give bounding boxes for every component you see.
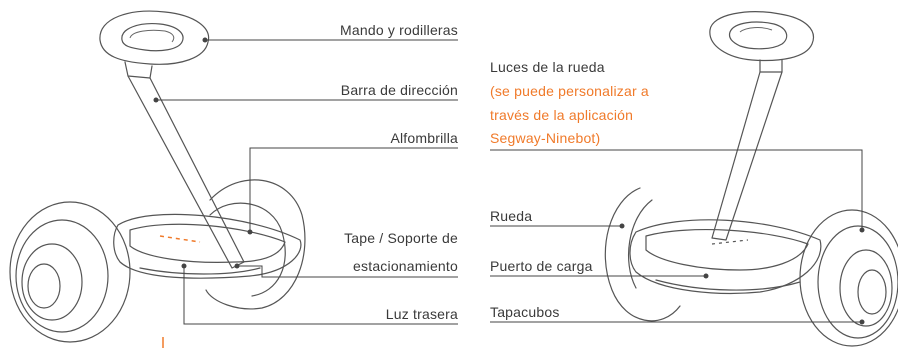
label-mat: Alfombrilla (390, 130, 458, 146)
label-charging-port: Puerto de carga (490, 258, 593, 274)
left-rear-wheel (9, 201, 131, 343)
right-leader-lines (490, 149, 865, 325)
label-wheel-lights: Luces de la rueda (490, 59, 605, 75)
label-wheel: Rueda (490, 208, 532, 224)
label-wheel-lights-note-1: (se puede personalizar a (490, 83, 649, 99)
label-steering-bar: Barra de dirección (341, 82, 458, 98)
right-far-wheel (799, 209, 898, 347)
label-kickstand-line1: Tape / Soporte de (344, 230, 458, 246)
label-hubcap: Tapacubos (490, 304, 560, 320)
right-steering-bar (711, 71, 783, 241)
left-scooter-drawing (9, 10, 306, 343)
label-rear-light: Luz trasera (386, 306, 458, 322)
label-wheel-lights-note-2: través de la aplicación (490, 107, 633, 123)
left-handlebar (99, 10, 210, 79)
label-wheel-lights-note-3: Segway-Ninebot) (490, 130, 600, 146)
right-handlebar (709, 11, 814, 73)
label-handlebar: Mando y rodilleras (340, 22, 458, 38)
right-near-wheel (604, 187, 681, 322)
left-front-wheel (205, 179, 306, 310)
left-leader-lines (153, 37, 458, 348)
left-body (113, 213, 302, 279)
right-body (629, 219, 822, 294)
right-scooter-drawing (604, 11, 898, 347)
label-kickstand-line2: estacionamiento (353, 258, 458, 274)
